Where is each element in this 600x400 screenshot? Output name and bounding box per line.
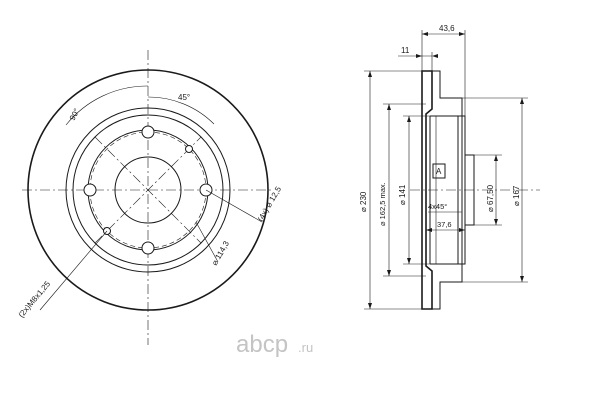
datum-label: A	[436, 167, 442, 176]
hat-outer-edge	[72, 114, 224, 266]
bore-diameter-label: ⌀ 67,50	[486, 184, 495, 212]
leader-bolt-holes	[205, 189, 263, 223]
hat-inner-wall	[429, 115, 458, 265]
angle-45-label: 45°	[178, 93, 190, 102]
bolt-hole-bottom	[141, 241, 155, 255]
dim-total-height-arrow-right	[459, 32, 465, 36]
dim-hat-arrow-top	[407, 116, 411, 122]
dim-depth-arrow-left	[426, 228, 432, 232]
leader-pcd	[195, 221, 219, 263]
disc-friction-ring	[421, 70, 433, 310]
section-view: A 43,6 11 ⌀ 230 ⌀ 162,5 max. ⌀	[359, 24, 540, 310]
angle-arc-45	[147, 96, 215, 125]
dim-thickness-arrow-right	[432, 54, 438, 58]
chamfer-label: 4x45°	[428, 202, 447, 211]
front-view: 45° 90° (4x) ⌀ 12,5 ⌀ 114,3 (2x)M8x1,25	[17, 50, 283, 345]
dim-thickness-arrow-left	[416, 54, 422, 58]
watermark-domain: .ru	[298, 340, 313, 355]
angle-90-label: 90°	[68, 107, 82, 122]
bolt-hole-left	[83, 183, 97, 197]
hat-diameter-label: ⌀ 141	[398, 184, 407, 205]
watermark: abcp .ru	[236, 331, 313, 358]
depth-label: 37,6	[437, 220, 452, 229]
outer-diameter-label: ⌀ 230	[359, 191, 368, 212]
front-centerline-diagonal-b	[94, 136, 202, 244]
bolt-hole-label: (4x) ⌀ 12,5	[256, 185, 283, 223]
total-height-label: 43,6	[439, 24, 455, 33]
dim-outer-arrow-bottom	[368, 303, 372, 309]
bolt-hole-top	[141, 125, 155, 139]
dim-hub-arrow-bottom	[520, 276, 524, 282]
thread-hole-label: (2x)M8x1,25	[17, 279, 53, 319]
dim-bore-arrow-bottom	[494, 219, 498, 225]
datum-box	[432, 163, 446, 179]
thickness-label: 11	[401, 46, 410, 55]
thread-hole-upper-right	[185, 145, 193, 153]
dim-friction-arrow-top	[387, 104, 391, 110]
friction-ring-inner-edge	[65, 107, 231, 273]
leader-thread-holes	[39, 230, 108, 311]
dim-outer-arrow-top	[368, 71, 372, 77]
dim-total-height-arrow-left	[422, 32, 428, 36]
watermark-brand: abcp	[236, 331, 288, 358]
dim-hub-arrow-top	[520, 98, 524, 104]
center-bore-outline	[465, 154, 475, 226]
friction-diameter-label: ⌀ 162,5 max.	[378, 182, 387, 226]
hub-diameter-label: ⌀ 167	[512, 185, 521, 206]
dim-bore-arrow-top	[494, 155, 498, 161]
hat-mounting-face	[457, 115, 466, 265]
center-bore	[114, 156, 182, 224]
dim-friction-arrow-bottom	[387, 270, 391, 276]
disc-outer-edge	[27, 69, 269, 311]
dim-hat-arrow-bottom	[407, 258, 411, 264]
hat-outer-wall	[432, 70, 463, 310]
dim-depth-arrow-right	[459, 228, 465, 232]
angle-arc-90	[65, 85, 149, 126]
